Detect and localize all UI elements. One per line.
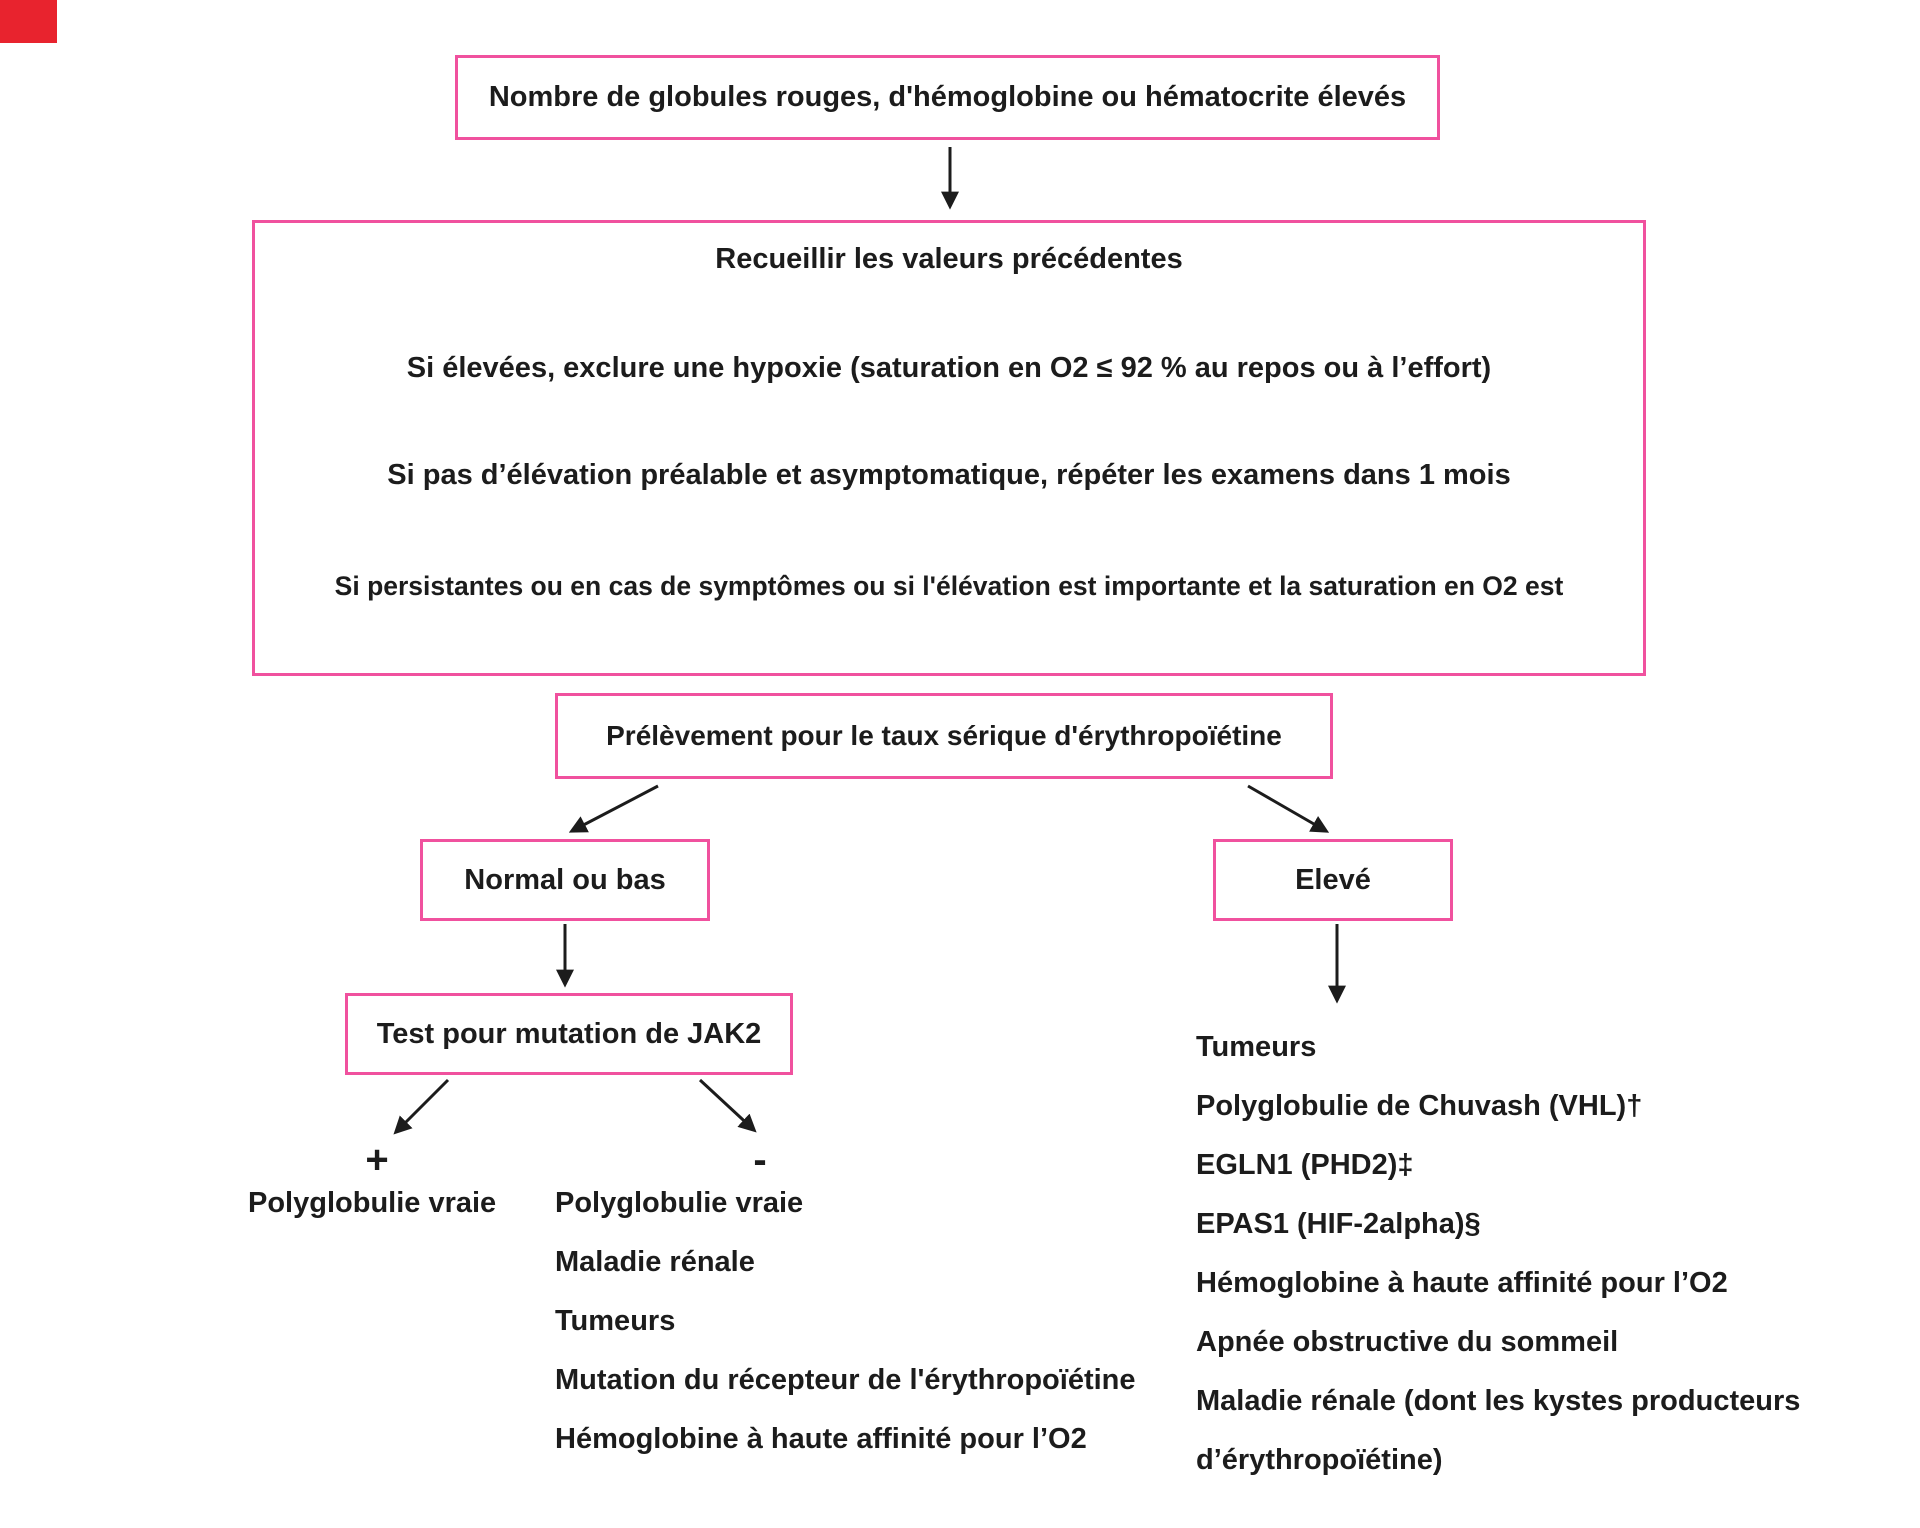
list-item: Hémoglobine à haute affinité pour l’O2 <box>1196 1267 1728 1299</box>
list-item: Mutation du récepteur de l'érythropoïéti… <box>555 1364 1136 1396</box>
list-item: Polyglobulie de Chuvash (VHL)† <box>1196 1090 1643 1122</box>
jak2-negative-list: Polyglobulie vraie Maladie rénale Tumeur… <box>555 1174 1136 1469</box>
box-epo-serum-level: Prélèvement pour le taux sérique d'éryth… <box>555 693 1333 779</box>
list-item: Hémoglobine à haute affinité pour l’O2 <box>555 1423 1087 1455</box>
list-item: Polyglobulie vraie <box>555 1187 804 1219</box>
step-exclude-hypoxia: Si élevées, exclure une hypoxie (saturat… <box>406 352 1492 384</box>
box-normal-or-low-label: Normal ou bas <box>464 863 666 896</box>
list-item: d’érythropoïétine) <box>1196 1444 1443 1476</box>
box-elevated-label: Elevé <box>1295 863 1371 896</box>
list-item: Tumeurs <box>555 1305 676 1337</box>
arrow-jak2-to-positive <box>393 1078 450 1135</box>
list-item: Maladie rénale <box>555 1246 755 1278</box>
box-jak2-mutation-test: Test pour mutation de JAK2 <box>345 993 793 1075</box>
arrow-epo-to-eleve <box>1247 784 1330 833</box>
step-persistent-symptoms: Si persistantes ou en cas de symptômes o… <box>334 571 1564 601</box>
box-evaluation-steps: Recueillir les valeurs précédentes Si él… <box>252 220 1646 676</box>
list-item: EPAS1 (HIF-2alpha)§ <box>1196 1208 1481 1240</box>
step-repeat-exams: Si pas d’élévation préalable et asymptom… <box>387 459 1511 491</box>
box-elevated-counts: Nombre de globules rouges, d'hémoglobine… <box>455 55 1440 140</box>
jak2-negative-sign: - <box>753 1138 767 1182</box>
list-item: Apnée obstructive du sommeil <box>1196 1326 1619 1358</box>
list-item: Polyglobulie vraie <box>248 1187 497 1219</box>
jak2-positive-list: Polyglobulie vraie <box>248 1174 496 1233</box>
list-item: Maladie rénale (dont les kystes producte… <box>1196 1385 1801 1417</box>
arrow-jak2-to-negative <box>698 1078 757 1133</box>
elevated-epo-causes-list: Tumeurs Polyglobulie de Chuvash (VHL)† E… <box>1196 1018 1800 1490</box>
step-collect-previous-values: Recueillir les valeurs précédentes <box>715 243 1183 275</box>
box-epo-serum-level-label: Prélèvement pour le taux sérique d'éryth… <box>606 720 1282 751</box>
box-elevated: Elevé <box>1213 839 1453 921</box>
box-jak2-mutation-test-label: Test pour mutation de JAK2 <box>376 1017 762 1050</box>
list-item: EGLN1 (PHD2)‡ <box>1196 1149 1414 1181</box>
box-elevated-counts-label: Nombre de globules rouges, d'hémoglobine… <box>488 81 1407 113</box>
list-item: Tumeurs <box>1196 1031 1317 1063</box>
arrow-epo-to-normal <box>568 784 659 833</box>
box-normal-or-low: Normal ou bas <box>420 839 710 921</box>
red-corner-mark <box>0 0 57 43</box>
jak2-positive-sign: + <box>365 1138 389 1182</box>
